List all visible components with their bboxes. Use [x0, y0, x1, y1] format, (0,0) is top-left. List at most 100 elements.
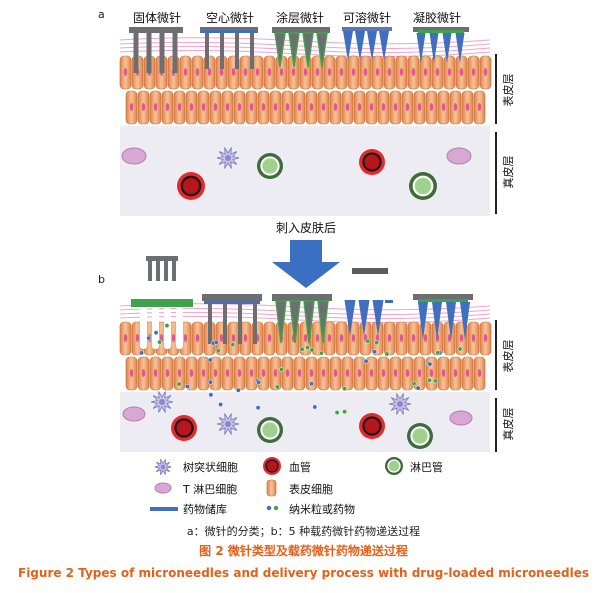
- microneedle: [460, 302, 470, 340]
- cell-nucleus: [465, 103, 470, 111]
- needle-base: [202, 294, 262, 301]
- cell-nucleus: [477, 369, 482, 377]
- cell-nucleus: [189, 369, 194, 377]
- cell-nucleus: [399, 334, 404, 342]
- micro-channel: [176, 307, 183, 349]
- cell-nucleus: [165, 369, 170, 377]
- nanoparticle: [415, 385, 421, 391]
- microneedle: [379, 31, 389, 61]
- nanoparticle: [433, 378, 438, 384]
- t-lymphocyte: [121, 147, 147, 165]
- microneedle: [253, 304, 257, 344]
- needle-base: [146, 256, 178, 261]
- cell-nucleus: [201, 369, 206, 377]
- nanoparticle: [139, 350, 144, 356]
- nanoparticle: [207, 357, 213, 363]
- down-arrow-icon: [272, 240, 340, 288]
- type-label-coated: 涂层微针: [276, 10, 324, 25]
- cell-nucleus: [231, 68, 236, 76]
- nanoparticle-icon: [273, 505, 279, 511]
- microneedle: [205, 33, 209, 69]
- microneedle: [208, 304, 212, 344]
- transition-label: 刺入皮肤后: [276, 220, 336, 235]
- nanoparticle: [384, 351, 390, 357]
- epidermis-b: [119, 321, 492, 391]
- layer-label-epidermis-a: 表皮层: [501, 74, 515, 107]
- nanoparticle: [153, 330, 159, 336]
- cell-nucleus: [123, 334, 128, 342]
- cell-nucleus: [261, 369, 266, 377]
- nanoparticle: [146, 335, 152, 341]
- cell-nucleus: [273, 103, 278, 111]
- cell-nucleus: [225, 103, 230, 111]
- nanoparticle: [256, 379, 262, 385]
- cell-nucleus: [483, 68, 488, 76]
- layer-label-dermis-a: 真皮层: [501, 156, 515, 189]
- legend-blood-vessel: 血管: [289, 460, 311, 474]
- cell-nucleus: [141, 369, 146, 377]
- cell-nucleus: [447, 334, 452, 342]
- cell-nucleus: [357, 369, 362, 377]
- nanoparticle: [157, 339, 163, 345]
- microneedles-a: [129, 27, 469, 73]
- cell-nucleus: [309, 369, 314, 377]
- cell-nucleus: [249, 369, 254, 377]
- lymph-vessel-icon: [257, 153, 283, 179]
- microneedle: [343, 31, 353, 61]
- cell-nucleus: [183, 334, 188, 342]
- legend-epidermal-cell: 表皮细胞: [289, 482, 333, 496]
- drug-reservoir: [204, 301, 260, 304]
- microneedle: [344, 300, 356, 336]
- cell-nucleus: [231, 334, 236, 342]
- panel-b-label: b: [98, 273, 105, 286]
- needle-remnant: [385, 300, 393, 303]
- cell-nucleus: [285, 369, 290, 377]
- blood-vessel-icon: [359, 413, 385, 439]
- nanoparticle-icon: [266, 505, 272, 511]
- cell-nucleus: [363, 68, 368, 76]
- nanoparticle: [342, 409, 348, 415]
- nanoparticle: [299, 346, 305, 352]
- cell-nucleus: [189, 103, 194, 111]
- cell-nucleus: [351, 68, 356, 76]
- cell-nucleus: [471, 68, 476, 76]
- nanoparticle: [435, 350, 441, 356]
- dendritic-cell-nucleus: [159, 399, 165, 405]
- microneedle: [274, 32, 286, 68]
- legend-t-lymphocyte: T 淋巴细胞: [182, 483, 237, 496]
- cell-nucleus: [357, 103, 362, 111]
- needle-base: [342, 27, 392, 31]
- cell-nucleus: [303, 68, 308, 76]
- needle-base: [272, 27, 330, 33]
- drug-reservoir: [202, 30, 256, 33]
- dendritic-cell-nucleus: [160, 464, 166, 470]
- cell-nucleus: [297, 103, 302, 111]
- cell-nucleus: [225, 369, 230, 377]
- drug-patch: [131, 299, 193, 307]
- cell-nucleus: [399, 68, 404, 76]
- nanoparticle: [235, 387, 241, 393]
- cell-nucleus: [291, 68, 296, 76]
- microneedle: [432, 302, 442, 340]
- cell-nucleus: [345, 369, 350, 377]
- cell-nucleus: [243, 68, 248, 76]
- cell-nucleus: [135, 334, 140, 342]
- cell-nucleus: [405, 369, 410, 377]
- nanoparticle: [374, 340, 380, 346]
- nanoparticle: [457, 346, 463, 352]
- needle-base: [413, 27, 469, 32]
- cell-nucleus: [321, 369, 326, 377]
- microneedle: [418, 302, 428, 340]
- microneedle: [159, 33, 165, 73]
- cell-nucleus: [285, 103, 290, 111]
- figure-title-cn: 图 2 微针类型及载药微针药物递送过程: [199, 544, 408, 558]
- nanoparticle: [372, 349, 377, 355]
- cell-nucleus: [393, 369, 398, 377]
- needle-base: [272, 294, 332, 301]
- cell-nucleus: [477, 103, 482, 111]
- microneedle: [446, 302, 456, 340]
- dermis-a: [120, 126, 490, 216]
- microneedle: [442, 33, 452, 63]
- cell-nucleus: [465, 369, 470, 377]
